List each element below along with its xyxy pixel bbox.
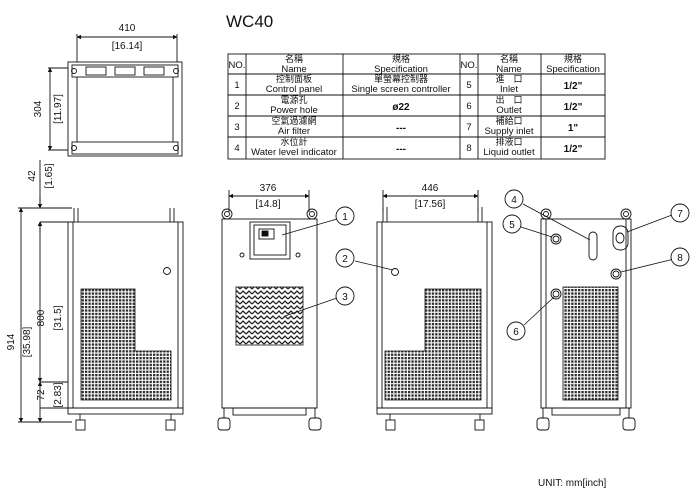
- table-row-7-spec: 1": [568, 123, 579, 134]
- spec-table: NO. 名稱 Name 規格 Specification NO. 名稱 Name…: [229, 53, 600, 158]
- model-title: WC40: [226, 12, 273, 31]
- callout-8-label: 8: [677, 253, 683, 264]
- table-header-spec-cjk: 規格: [392, 53, 410, 64]
- table-row-3-no: 3: [234, 122, 239, 133]
- table-row-7-name-cjk: 補給口: [495, 115, 522, 126]
- side-view-left: [18, 160, 184, 431]
- air-filter: [235, 286, 304, 346]
- table-row-1-no: 1: [234, 80, 239, 91]
- table-row-7-name: Supply inlet: [484, 126, 533, 137]
- unit-label: UNIT: mm[inch]: [538, 478, 607, 489]
- table-row-2-no: 2: [234, 101, 239, 112]
- rear-side-view: [376, 190, 493, 431]
- table-row-8-no: 8: [466, 143, 471, 154]
- table-header-name: Name: [281, 64, 306, 75]
- callout-8: 8: [670, 247, 690, 267]
- table-header-no: NO.: [229, 60, 246, 71]
- callout-2: 2: [335, 248, 355, 268]
- table-row-1-spec: Single screen controller: [351, 84, 450, 95]
- callout-5: 5: [502, 214, 522, 234]
- callout-4: 4: [504, 189, 524, 209]
- table-header-name-cjk-right: 名稱: [500, 53, 518, 64]
- table-row-8-name: Liquid outlet: [483, 147, 535, 158]
- table-row-3-name-cjk: 空氣過濾網: [271, 115, 316, 126]
- base-height-mm: 72: [36, 389, 47, 401]
- table-row-5-spec: 1/2": [564, 81, 583, 92]
- callout-5-label: 5: [509, 220, 515, 231]
- callout-6-label: 6: [513, 327, 519, 338]
- callout-1-label: 1: [342, 212, 348, 223]
- callout-1: 1: [335, 206, 355, 226]
- table-row-3-name: Air filter: [278, 126, 310, 137]
- table-row-4-no: 4: [234, 143, 239, 154]
- top-depth-in: [11.97]: [53, 94, 64, 124]
- base-height-in: [2.83]: [53, 382, 64, 407]
- front-width-in: [14.8]: [255, 199, 280, 210]
- table-header-no-right: NO.: [461, 60, 478, 71]
- table-row-6-name-cjk: 出 口: [495, 94, 522, 105]
- table-header-spec-right: Specification: [546, 64, 600, 75]
- table-row-1-spec-cjk: 單螢幕控制器: [374, 73, 428, 84]
- top-width-in: [16.14]: [112, 41, 143, 52]
- back-view: [536, 208, 636, 431]
- table-header-name-right: Name: [496, 64, 521, 75]
- table-row-3-spec: ---: [396, 123, 406, 134]
- table-row-2-name: Power hole: [270, 105, 318, 116]
- callout-7: 7: [670, 203, 690, 223]
- front-view: [217, 190, 322, 431]
- callout-3-label: 3: [342, 292, 348, 303]
- callout-2-label: 2: [342, 254, 348, 265]
- spec-table-grid: [227, 53, 606, 160]
- table-row-6-no: 6: [466, 101, 471, 112]
- top-depth-mm: 304: [33, 100, 44, 117]
- table-row-4-name: Water level indicator: [251, 147, 337, 158]
- top-width-mm: 410: [119, 23, 136, 34]
- total-height-mm: 914: [6, 333, 17, 350]
- handle-height-in: [1.65]: [44, 163, 55, 188]
- table-row-6-spec: 1/2": [564, 102, 583, 113]
- table-row-4-spec: ---: [396, 144, 406, 155]
- table-row-8-spec: 1/2": [564, 144, 583, 155]
- table-row-7-no: 7: [466, 122, 471, 133]
- table-header-name-cjk: 名稱: [285, 53, 303, 64]
- table-row-6-name: Outlet: [496, 105, 522, 116]
- table-row-2-name-cjk: 電源孔: [280, 95, 307, 105]
- callout-4-label: 4: [511, 195, 517, 206]
- table-row-5-name-cjk: 進 口: [495, 73, 522, 84]
- handle-height-mm: 42: [27, 170, 38, 182]
- body-height-mm: 800: [36, 309, 47, 326]
- table-header-spec: Specification: [374, 64, 428, 75]
- table-row-1-name: Control panel: [266, 84, 323, 95]
- callout-6: 6: [506, 321, 526, 341]
- rear-side-view-grille: [384, 288, 482, 401]
- total-height-in: [35.98]: [22, 326, 33, 357]
- callout-3: 3: [335, 286, 355, 306]
- table-row-8-name-cjk: 排液口: [495, 136, 522, 147]
- table-row-1-name-cjk: 控制面板: [276, 73, 312, 84]
- callout-leaders: [281, 203, 675, 326]
- callout-7-label: 7: [677, 209, 683, 220]
- front-width-mm: 376: [260, 183, 277, 194]
- back-view-grille: [562, 286, 619, 401]
- side-view-left-grille: [80, 288, 172, 401]
- table-row-5-no: 5: [466, 80, 471, 91]
- body-height-in: [31.5]: [53, 305, 64, 330]
- table-row-2-spec: ø22: [392, 102, 410, 113]
- table-header-spec-cjk-right: 規格: [564, 53, 582, 64]
- table-row-4-name-cjk: 水位計: [280, 136, 307, 147]
- side-width-in: [17.56]: [415, 199, 446, 210]
- side-width-mm: 446: [422, 183, 439, 194]
- table-row-5-name: Inlet: [500, 84, 518, 95]
- top-view: [47, 34, 183, 157]
